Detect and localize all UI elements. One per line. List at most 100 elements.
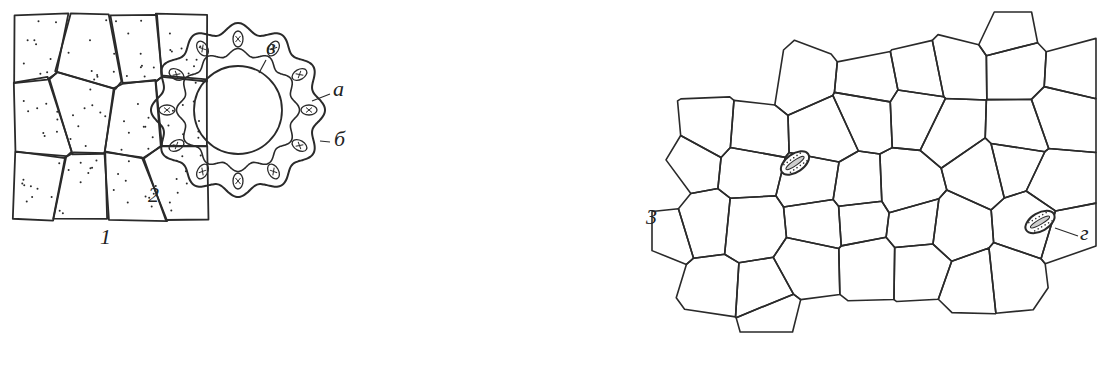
granule <box>123 120 125 122</box>
cell-wall <box>736 257 794 317</box>
granule <box>172 110 174 112</box>
granule <box>117 173 119 175</box>
cell-outline <box>167 66 186 83</box>
granule <box>33 39 35 41</box>
small-cell <box>301 105 317 115</box>
cell-mark <box>164 108 170 113</box>
granule <box>35 43 37 45</box>
granule <box>105 19 107 21</box>
granule <box>796 154 798 156</box>
granule <box>186 59 188 61</box>
granule <box>1045 212 1047 214</box>
granule <box>89 39 91 41</box>
granule <box>152 136 154 138</box>
granule <box>89 167 91 169</box>
cell-mark <box>236 178 241 184</box>
cell-mark <box>173 142 181 149</box>
granule <box>58 162 60 164</box>
granule <box>121 149 123 151</box>
granule <box>23 63 25 65</box>
granule <box>170 210 172 212</box>
cell-wall <box>50 72 115 154</box>
cell-outline <box>159 105 175 115</box>
guard-cells <box>777 146 814 179</box>
granule <box>1042 214 1044 216</box>
small-cell <box>159 105 175 115</box>
granule <box>96 74 98 76</box>
figure-number: 1 <box>100 226 111 248</box>
granule <box>96 76 98 78</box>
stoma <box>1022 206 1059 238</box>
cell-outline <box>290 66 309 83</box>
granule <box>51 196 53 198</box>
cell-wall <box>775 40 837 115</box>
granule <box>1035 218 1037 220</box>
cell-outline <box>301 105 317 115</box>
stoma <box>777 146 814 179</box>
granule <box>77 125 79 127</box>
granule <box>177 192 179 194</box>
cell-wall <box>886 199 939 248</box>
cell-wall <box>991 191 1055 259</box>
cell-wall <box>991 143 1045 198</box>
cell-wall <box>839 201 889 246</box>
granule <box>104 115 106 117</box>
figure-number: 3 <box>646 206 657 228</box>
cell-mark <box>199 45 206 53</box>
granule <box>181 155 183 157</box>
granule <box>37 20 39 22</box>
granule <box>113 189 115 191</box>
granule <box>789 159 791 161</box>
granule <box>56 119 58 121</box>
cell-wall <box>933 190 994 261</box>
granule <box>68 52 70 54</box>
small-cell <box>194 39 211 58</box>
cell-wall <box>941 138 1004 210</box>
granule <box>80 181 82 183</box>
granule <box>126 75 128 77</box>
granule <box>137 103 139 105</box>
granule <box>193 65 195 67</box>
granule <box>786 161 788 163</box>
granule <box>128 132 130 134</box>
central-cavity <box>194 66 282 154</box>
granule <box>36 107 38 109</box>
granule <box>115 20 117 22</box>
cell-wall <box>1026 149 1096 211</box>
granule <box>1047 222 1049 224</box>
granule <box>85 145 87 147</box>
granule <box>169 49 171 51</box>
granule <box>802 162 804 164</box>
granule <box>197 137 199 139</box>
granule <box>93 78 95 80</box>
leader-line <box>259 60 266 73</box>
leader-line <box>312 94 330 101</box>
part-letter: в <box>266 36 276 58</box>
granule <box>91 70 93 72</box>
granule <box>70 138 72 140</box>
granule <box>1038 216 1040 218</box>
stoma-pore <box>785 155 806 172</box>
granule <box>783 164 785 166</box>
granule <box>21 182 23 184</box>
granule <box>806 160 808 162</box>
cell-wall <box>833 92 892 154</box>
outer-wall <box>151 23 325 197</box>
granule <box>167 124 169 126</box>
cell-mark <box>199 168 206 176</box>
cell-mark <box>236 36 241 42</box>
granule <box>56 131 58 133</box>
leader-line <box>1055 228 1078 236</box>
granule <box>171 51 173 53</box>
granule <box>22 179 24 181</box>
cell-wall <box>676 254 739 317</box>
granule <box>26 200 28 202</box>
cell-wall <box>14 77 72 158</box>
granule <box>147 148 149 150</box>
cell-wall <box>773 238 840 300</box>
cell-wall <box>938 248 996 314</box>
part-letter: а <box>333 78 344 100</box>
leader-lines <box>259 60 1078 236</box>
granule <box>91 104 93 106</box>
